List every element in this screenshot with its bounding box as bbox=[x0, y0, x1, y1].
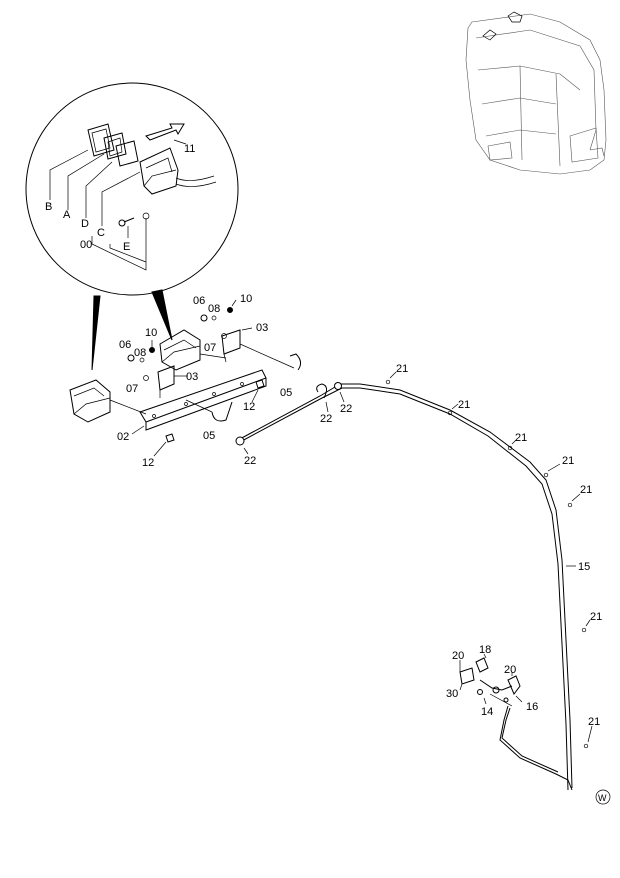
callout-11: 11 bbox=[184, 143, 195, 155]
svg-text:W: W bbox=[598, 793, 607, 803]
callout-18: 18 bbox=[479, 644, 491, 656]
callout-10-upper: 10 bbox=[240, 293, 252, 305]
pointer-wedge-right bbox=[151, 289, 173, 341]
pointer-wedge-left bbox=[91, 295, 101, 371]
detail-circle: B A D C 00 E 11 bbox=[25, 82, 239, 296]
detail-label-e: E bbox=[123, 241, 130, 253]
callout-20-left: 20 bbox=[452, 650, 464, 662]
callout-14: 14 bbox=[481, 706, 493, 718]
callout-22-a: 22 bbox=[320, 413, 332, 425]
detail-label-c: C bbox=[97, 227, 105, 239]
detail-label-00: 00 bbox=[80, 239, 92, 251]
callout-05-right: 05 bbox=[280, 387, 292, 399]
callout-21-f: 21 bbox=[590, 611, 602, 623]
callout-20-right: 20 bbox=[504, 664, 516, 676]
callout-07-upper: 07 bbox=[204, 342, 216, 354]
callout-21-g: 21 bbox=[588, 716, 600, 728]
callout-16: 16 bbox=[526, 701, 538, 713]
wire-harness bbox=[235, 371, 593, 791]
callout-07-lower: 07 bbox=[126, 383, 138, 395]
detail-label-b: B bbox=[45, 201, 52, 213]
callout-10-lower: 10 bbox=[145, 327, 157, 339]
watermark-mark: W bbox=[595, 789, 611, 805]
callout-21-e: 21 bbox=[580, 484, 592, 496]
callout-08-upper: 08 bbox=[208, 303, 220, 315]
callout-02: 02 bbox=[117, 431, 129, 443]
callout-30: 30 bbox=[446, 688, 458, 700]
callout-08-lower: 08 bbox=[134, 347, 146, 359]
callout-22-b: 22 bbox=[340, 403, 352, 415]
switch-assembly bbox=[459, 653, 573, 791]
callout-22-c: 22 bbox=[244, 455, 256, 467]
callout-06-upper: 06 bbox=[193, 295, 205, 307]
callout-03-lower: 03 bbox=[186, 371, 198, 383]
callout-21-b: 21 bbox=[458, 399, 470, 411]
callout-05-left: 05 bbox=[203, 430, 215, 442]
callout-21-c: 21 bbox=[515, 432, 527, 444]
callout-15: 15 bbox=[578, 561, 590, 573]
callout-03-upper: 03 bbox=[256, 322, 268, 334]
callout-12-left: 12 bbox=[142, 457, 154, 469]
callout-21-a: 21 bbox=[396, 363, 408, 375]
bracket-assembly bbox=[69, 299, 302, 443]
cab-outline bbox=[465, 11, 607, 175]
detail-label-d: D bbox=[81, 218, 89, 230]
callout-21-d: 21 bbox=[562, 455, 574, 467]
detail-label-a: A bbox=[63, 209, 71, 221]
callout-06-lower: 06 bbox=[119, 339, 131, 351]
callout-12-right: 12 bbox=[243, 401, 255, 413]
